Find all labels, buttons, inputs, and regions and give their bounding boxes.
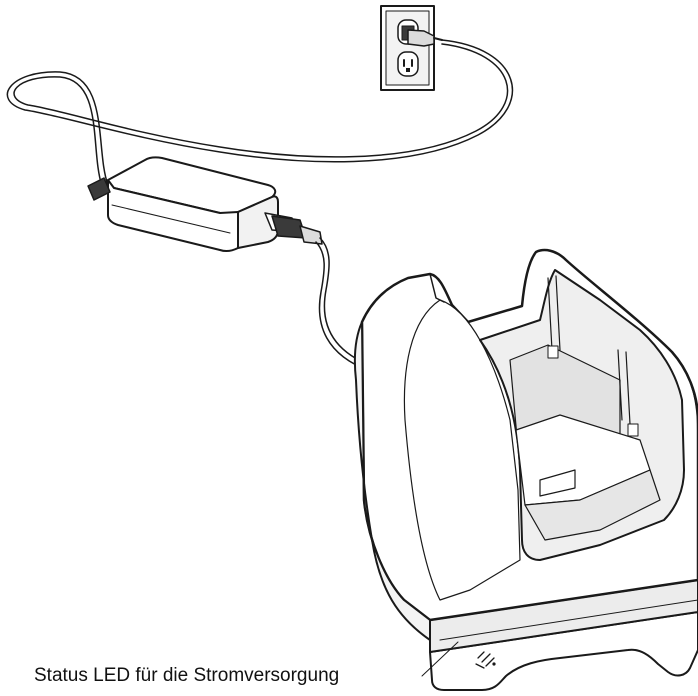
zebra-logo-icon	[475, 651, 496, 669]
wall-outlet-icon	[380, 5, 435, 91]
wall-plug	[407, 29, 443, 47]
dc-connector	[264, 212, 323, 245]
ac-cord	[6, 39, 514, 187]
dc-cable	[315, 237, 373, 372]
charging-cradle-icon	[353, 248, 698, 691]
status-led-label: Status LED für die Stromversorgung	[34, 665, 340, 686]
power-adapter-icon	[87, 156, 279, 253]
callout-leader-line	[421, 641, 459, 677]
